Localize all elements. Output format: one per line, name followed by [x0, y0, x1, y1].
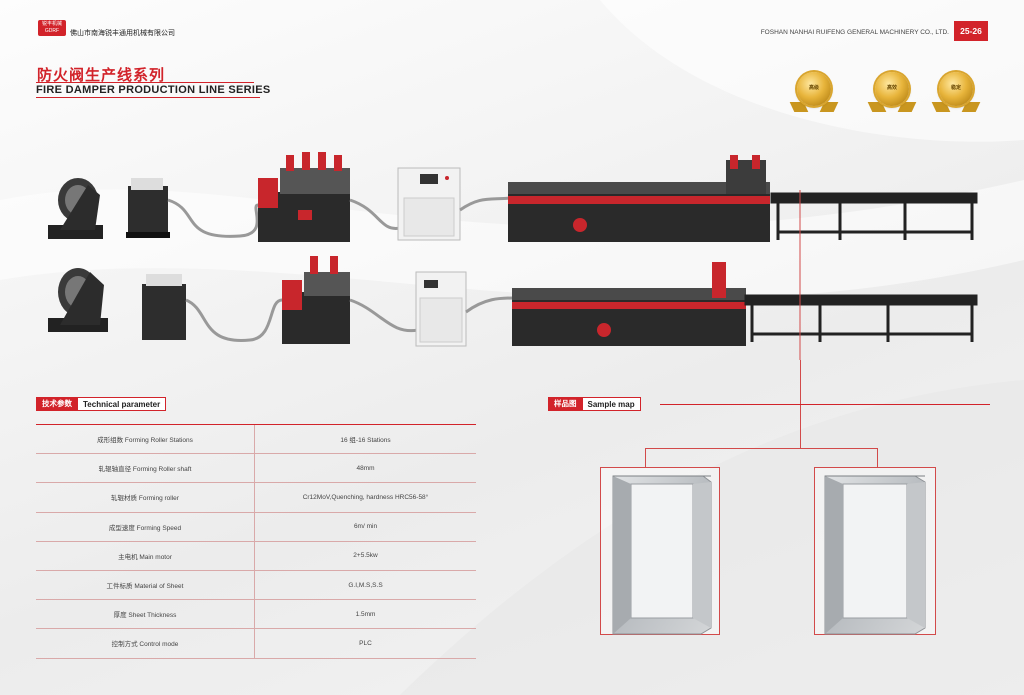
leveler-2: [142, 284, 186, 340]
leveler-1: [128, 186, 168, 236]
sample-heading-cn: 样品图: [548, 397, 583, 411]
company-name-cn: 佛山市南海锐丰通用机械有限公司: [70, 30, 175, 37]
page-title-cn: 防火阀生产线系列: [37, 67, 166, 84]
line-2: [48, 256, 978, 347]
gold-medal-3: 稳定: [930, 72, 982, 112]
company-logo: 锐丰机械 GDRF: [38, 20, 66, 36]
punch-press-2: [282, 256, 350, 344]
fire-damper-frame-image-2: [824, 475, 926, 635]
control-cabinet-1: [397, 167, 461, 241]
sample-map-header: 样品图 Sample map: [548, 397, 641, 411]
page-title-en: FIRE DAMPER PRODUCTION LINE SERIES: [36, 84, 271, 96]
sample-heading-en: Sample map: [582, 397, 641, 411]
technical-heading-cn: 技术参数: [36, 397, 78, 411]
decoiler-2: [48, 268, 108, 332]
line-1: [48, 152, 978, 242]
roll-former-1: [508, 155, 770, 242]
control-cabinet-2: [415, 271, 467, 347]
sample-header-rule: [660, 404, 990, 405]
gold-medal-1: 高级: [788, 72, 840, 112]
fire-damper-frame-image-1: [612, 475, 712, 635]
runout-table-2: [744, 294, 978, 342]
title-divider: [36, 82, 254, 83]
roll-former-2: [512, 262, 746, 346]
technical-parameter-header: 技术参数 Technical parameter: [36, 397, 167, 411]
runout-table-1: [770, 192, 978, 240]
logo-en-text: GDRF: [44, 28, 60, 34]
sample-frame-1: [600, 467, 720, 635]
sample-connector-right: [877, 448, 878, 468]
title-underline: [36, 97, 260, 98]
logo-cn-text: 锐丰机械: [41, 21, 62, 27]
sample-connector-left: [645, 448, 646, 468]
sample-connector-horizontal: [645, 448, 878, 449]
technical-heading-en: Technical parameter: [78, 397, 167, 411]
sample-frame-2: [814, 467, 936, 635]
punch-press-1: [258, 152, 350, 242]
page-numbers: 25-26: [954, 21, 988, 41]
decoiler-1: [48, 178, 103, 239]
gold-medal-2: 高效: [866, 72, 918, 112]
production-line-illustration: [48, 152, 978, 360]
company-name-en: FOSHAN NANHAI RUIFENG GENERAL MACHINERY …: [760, 29, 949, 36]
